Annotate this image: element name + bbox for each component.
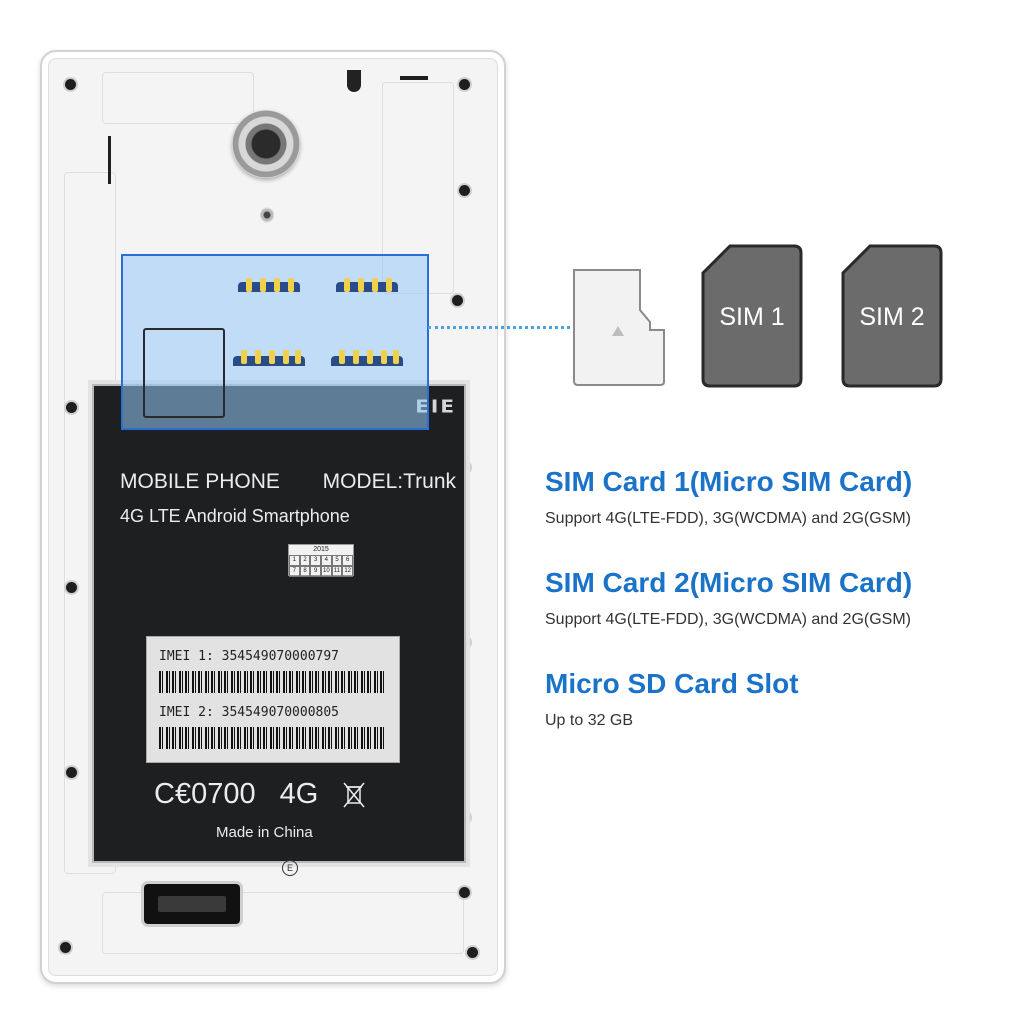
sim-card-2-shape <box>841 244 943 388</box>
screw <box>60 942 71 953</box>
sim2-contacts-bottom <box>331 350 403 372</box>
date-cell: 8 <box>299 566 311 577</box>
sim-card-2-label: SIM 2 <box>859 303 925 331</box>
sim1-title: SIM Card 1(Micro SIM Card) <box>545 466 913 497</box>
phone-back: EIE MOBILE PHONE MODEL:Trunk 4G LTE Andr… <box>40 50 506 984</box>
date-cell: 6 <box>342 555 354 566</box>
battery-subtitle: 4G LTE Android Smartphone <box>120 506 350 526</box>
speaker-grill <box>158 896 226 912</box>
sim2-contacts-top <box>336 276 398 298</box>
date-cell: 3 <box>310 555 321 566</box>
card-slot-highlight <box>121 254 429 430</box>
imei-2-text: IMEI 2: 354549070000805 <box>159 705 340 720</box>
date-cell: 10 <box>321 566 332 577</box>
loudspeaker <box>144 884 240 924</box>
frame-outline <box>102 72 254 124</box>
imei-label: IMEI 1: 354549070000797 IMEI 2: 35454907… <box>146 636 400 763</box>
date-cell: 1 <box>288 555 300 566</box>
micro-sd-card-icon <box>573 269 665 386</box>
battery-model: MODEL:Trunk <box>322 470 456 493</box>
sim-card-1-shape <box>701 244 803 388</box>
sim-card-1-label: SIM 1 <box>719 303 785 331</box>
production-year: 2015 <box>313 546 329 553</box>
date-cell: 2 <box>299 555 311 566</box>
imei-1-barcode <box>159 671 387 693</box>
screw <box>66 402 77 413</box>
battery: EIE MOBILE PHONE MODEL:Trunk 4G LTE Andr… <box>92 384 466 863</box>
battery-device-type: MOBILE PHONE <box>120 470 280 493</box>
screw <box>467 947 478 958</box>
made-in-text: Made in China <box>216 824 313 841</box>
sim1-contacts-top <box>238 276 300 298</box>
network-mark: 4G <box>279 778 319 810</box>
sd-slot-title: Micro SD Card Slot <box>545 668 799 699</box>
date-cell: 7 <box>288 566 300 577</box>
connector-mark: E <box>282 860 298 876</box>
sim-card-2: SIM 2 <box>840 243 944 389</box>
date-cell: 11 <box>331 566 343 577</box>
sd-slot-bracket <box>143 328 225 418</box>
sim-card-1: SIM 1 <box>700 243 804 389</box>
certification-row: C€0700 4G <box>154 778 366 811</box>
screw <box>66 767 77 778</box>
screw <box>66 582 77 593</box>
screw <box>459 887 470 898</box>
contact-strip <box>108 136 111 184</box>
antenna-notch <box>347 70 361 92</box>
screw <box>65 79 76 90</box>
rear-camera <box>232 110 300 178</box>
sim1-description: Support 4G(LTE-FDD), 3G(WCDMA) and 2G(GS… <box>545 510 911 527</box>
sd-slot-description: Up to 32 GB <box>545 712 634 729</box>
dotted-connector-line <box>428 326 570 329</box>
screw <box>452 295 463 306</box>
imei-2-barcode <box>159 727 387 749</box>
battery-title-line: MOBILE PHONE MODEL:Trunk <box>120 470 456 494</box>
sim1-contacts-bottom <box>233 350 305 372</box>
imei-1-text: IMEI 1: 354549070000797 <box>159 649 340 664</box>
ce-mark: C€0700 <box>154 778 256 810</box>
sim2-description: Support 4G(LTE-FDD), 3G(WCDMA) and 2G(GS… <box>545 611 911 628</box>
contact-strip <box>400 76 428 80</box>
date-cell: 9 <box>310 566 321 577</box>
date-cell: 4 <box>321 555 332 566</box>
crossed-bin-icon <box>343 782 365 807</box>
camera-flash <box>260 207 274 223</box>
frame-outline <box>102 892 464 954</box>
sim2-title: SIM Card 2(Micro SIM Card) <box>545 567 913 598</box>
screw <box>459 185 470 196</box>
screw <box>459 79 470 90</box>
date-cell: 12 <box>342 566 354 577</box>
date-cell: 5 <box>331 555 343 566</box>
